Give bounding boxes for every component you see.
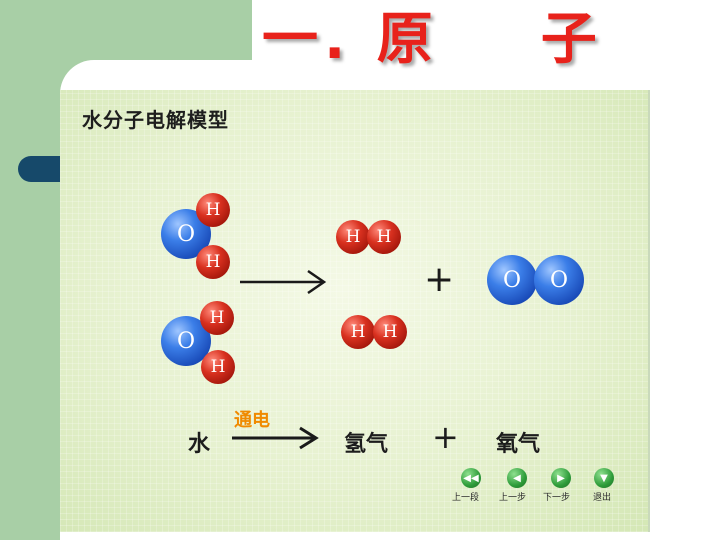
equation-plus-sign: +: [432, 418, 459, 456]
water2-hydrogen-atom-bottom: H: [201, 350, 235, 384]
next-step-label[interactable]: 下一步: [543, 493, 571, 503]
model-panel: 水分子电解模型 O H H O H H H H H H + O O 水 通电 氢…: [60, 90, 648, 532]
double-left-icon: ◀◀: [463, 472, 479, 484]
left-arrow-icon: ◀: [513, 472, 521, 484]
water1-hydrogen-atom-bottom: H: [196, 245, 230, 279]
exit-button[interactable]: ▼: [594, 468, 614, 488]
h2-molecule1-atom-left: H: [336, 220, 370, 254]
right-arrow-icon: ▶: [557, 472, 565, 484]
diagram-plus-sign: +: [424, 259, 455, 300]
reaction-arrow-icon: [240, 269, 327, 295]
equation-product-hydrogen: 氢气: [344, 432, 389, 457]
h2-molecule2-atom-left: H: [341, 315, 375, 349]
next-step-button[interactable]: ▶: [551, 468, 571, 488]
o2-molecule-atom-left: O: [487, 255, 537, 305]
o2-molecule-atom-right: O: [534, 255, 584, 305]
panel-right-edge: [648, 90, 650, 532]
h2-molecule2-atom-right: H: [373, 315, 407, 349]
slide-title: 一. 原 子: [262, 7, 603, 72]
prev-step-button[interactable]: ◀: [507, 468, 527, 488]
equation-product-oxygen: 氧气: [496, 432, 541, 457]
panel-title: 水分子电解模型: [82, 108, 229, 132]
prev-section-button[interactable]: ◀◀: [461, 468, 481, 488]
water2-hydrogen-atom-top: H: [200, 301, 234, 335]
equation-arrow-icon: [232, 426, 319, 450]
water1-hydrogen-atom-top: H: [196, 193, 230, 227]
h2-molecule1-atom-right: H: [367, 220, 401, 254]
equation-reactant: 水: [188, 432, 211, 457]
left-green-band: [0, 0, 60, 540]
exit-label[interactable]: 退出: [593, 493, 612, 503]
prev-step-label[interactable]: 上一步: [499, 493, 527, 503]
prev-section-label[interactable]: 上一段: [452, 493, 480, 503]
equation-condition: 通电: [234, 410, 270, 431]
down-arrow-icon: ▼: [600, 472, 608, 484]
